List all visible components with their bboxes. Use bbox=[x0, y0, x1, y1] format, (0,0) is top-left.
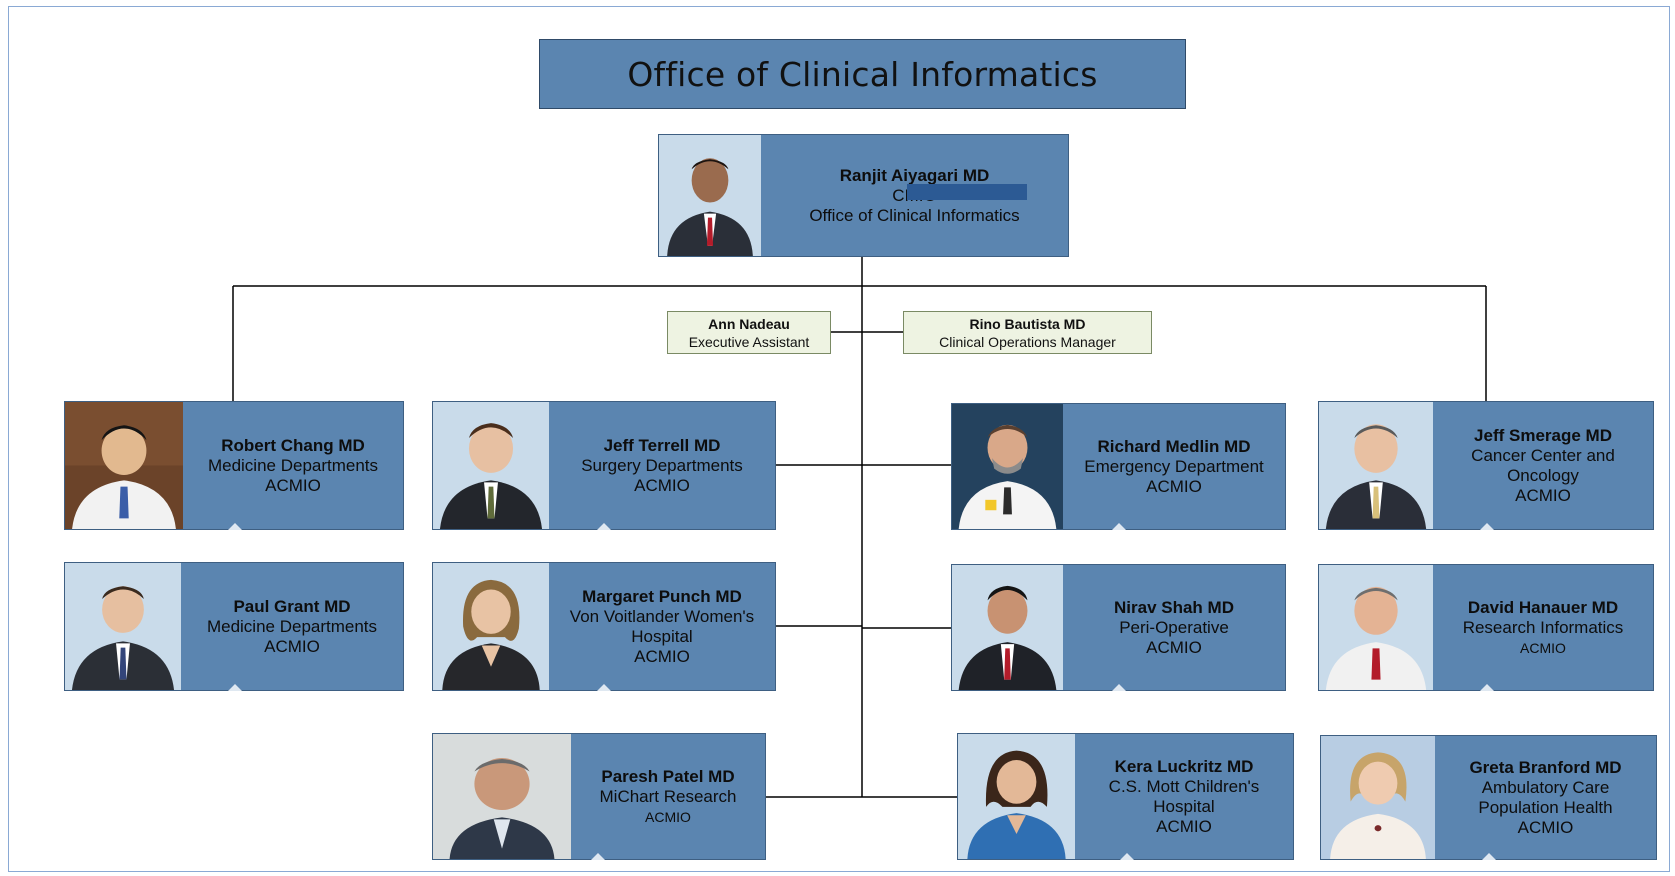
member-name: Robert Chang MD bbox=[221, 435, 365, 455]
card-notch bbox=[1480, 684, 1494, 691]
member-role: ACMIO bbox=[634, 475, 690, 495]
member-info: David Hanauer MD Research Informatics AC… bbox=[1433, 565, 1653, 690]
member-dept: Research Informatics bbox=[1462, 617, 1624, 637]
member-dept: Medicine Departments bbox=[206, 616, 378, 636]
member-name: Kera Luckritz MD bbox=[1114, 756, 1254, 776]
member-dept: MiChart Research bbox=[599, 786, 737, 806]
member-name: Jeff Terrell MD bbox=[603, 435, 721, 455]
person-photo-icon bbox=[659, 135, 761, 256]
card-notch bbox=[597, 523, 611, 530]
card-notch bbox=[1480, 523, 1494, 530]
person-photo-icon bbox=[952, 404, 1063, 529]
card-notch bbox=[1112, 684, 1126, 691]
member-info: Paul Grant MD Medicine Departments ACMIO bbox=[181, 563, 403, 690]
member-role: ACMIO bbox=[634, 646, 690, 666]
member-role: ACMIO bbox=[1146, 476, 1202, 496]
member-dept: Cancer Center and Oncology bbox=[1471, 445, 1615, 485]
card-notch bbox=[1482, 853, 1496, 860]
member-card-jeff-smerage: Jeff Smerage MD Cancer Center and Oncolo… bbox=[1318, 401, 1654, 530]
card-notch bbox=[1112, 523, 1126, 530]
member-info: Jeff Terrell MD Surgery Departments ACMI… bbox=[549, 402, 775, 529]
member-card-kera-luckritz: Kera Luckritz MD C.S. Mott Children's Ho… bbox=[957, 733, 1294, 860]
member-dept: Peri-Operative bbox=[1119, 617, 1229, 637]
person-photo-icon bbox=[1319, 565, 1433, 690]
member-info: Kera Luckritz MD C.S. Mott Children's Ho… bbox=[1075, 734, 1293, 859]
member-name: Jeff Smerage MD bbox=[1474, 425, 1612, 445]
member-card-margaret-punch: Margaret Punch MD Von Voitlander Women's… bbox=[432, 562, 776, 691]
member-info: Margaret Punch MD Von Voitlander Women's… bbox=[549, 563, 775, 690]
person-photo-icon bbox=[958, 734, 1075, 859]
member-role: ACMIO bbox=[264, 636, 320, 656]
leader-office: Office of Clinical Informatics bbox=[809, 205, 1020, 225]
member-name: Margaret Punch MD bbox=[582, 586, 742, 606]
member-name: Paul Grant MD bbox=[233, 596, 351, 616]
member-role: ACMIO bbox=[645, 808, 691, 825]
member-card-greta-branford: Greta Branford MD Ambulatory Care Popula… bbox=[1320, 735, 1657, 860]
member-role: ACMIO bbox=[265, 475, 321, 495]
assistant-role: Executive Assistant bbox=[688, 333, 810, 350]
member-role: ACMIO bbox=[1146, 637, 1202, 657]
member-dept: C.S. Mott Children's Hospital bbox=[1108, 776, 1260, 816]
assistant-role: Clinical Operations Manager bbox=[939, 333, 1116, 350]
member-info: Jeff Smerage MD Cancer Center and Oncolo… bbox=[1433, 402, 1653, 529]
member-dept: Medicine Departments bbox=[207, 455, 379, 475]
card-notch bbox=[228, 684, 242, 691]
member-card-paresh-patel: Paresh Patel MD MiChart Research ACMIO bbox=[432, 733, 766, 860]
person-photo-icon bbox=[433, 734, 571, 859]
member-card-nirav-shah: Nirav Shah MD Peri-Operative ACMIO bbox=[951, 564, 1286, 691]
assistant-box-ann-nadeau: Ann Nadeau Executive Assistant bbox=[667, 311, 831, 354]
member-info: Greta Branford MD Ambulatory Care Popula… bbox=[1435, 736, 1656, 859]
member-card-robert-chang: Robert Chang MD Medicine Departments ACM… bbox=[64, 401, 404, 530]
member-dept: Ambulatory Care Population Health bbox=[1478, 777, 1613, 817]
member-dept: Von Voitlander Women's Hospital bbox=[569, 606, 755, 646]
member-role: ACMIO bbox=[1156, 816, 1212, 836]
chart-frame bbox=[8, 6, 1670, 872]
card-notch bbox=[228, 523, 242, 530]
member-name: David Hanauer MD bbox=[1467, 597, 1619, 617]
member-info: Nirav Shah MD Peri-Operative ACMIO bbox=[1063, 565, 1285, 690]
member-name: Nirav Shah MD bbox=[1114, 597, 1234, 617]
person-photo-icon bbox=[1319, 402, 1433, 529]
person-photo-icon bbox=[65, 402, 183, 529]
member-card-paul-grant: Paul Grant MD Medicine Departments ACMIO bbox=[64, 562, 404, 691]
member-info: Richard Medlin MD Emergency Department A… bbox=[1063, 404, 1285, 529]
card-notch bbox=[597, 684, 611, 691]
member-role: ACMIO bbox=[1517, 817, 1574, 837]
person-photo-icon bbox=[433, 402, 549, 529]
card-notch bbox=[591, 853, 605, 860]
chart-title-box: Office of Clinical Informatics bbox=[539, 39, 1186, 109]
member-card-richard-medlin: Richard Medlin MD Emergency Department A… bbox=[951, 403, 1286, 530]
member-name: Greta Branford MD bbox=[1469, 757, 1622, 777]
member-dept: Surgery Departments bbox=[581, 455, 743, 475]
member-info: Paresh Patel MD MiChart Research ACMIO bbox=[571, 734, 765, 859]
assistant-box-rino-bautista: Rino Bautista MD Clinical Operations Man… bbox=[903, 311, 1152, 354]
assistant-name: Rino Bautista MD bbox=[969, 315, 1086, 332]
leader-name: Ranjit Aiyagari MD bbox=[839, 165, 990, 185]
member-role: ACMIO bbox=[1515, 485, 1571, 505]
person-photo-icon bbox=[952, 565, 1063, 690]
member-info: Robert Chang MD Medicine Departments ACM… bbox=[183, 402, 403, 529]
member-dept: Emergency Department bbox=[1084, 456, 1264, 476]
chart-title: Office of Clinical Informatics bbox=[627, 54, 1098, 94]
assistant-name: Ann Nadeau bbox=[708, 315, 790, 332]
member-name: Paresh Patel MD bbox=[601, 766, 735, 786]
person-photo-icon bbox=[433, 563, 549, 690]
member-card-david-hanauer: David Hanauer MD Research Informatics AC… bbox=[1318, 564, 1654, 691]
redaction-bar bbox=[907, 184, 1027, 200]
member-role: ACMIO bbox=[1520, 639, 1566, 656]
person-photo-icon bbox=[65, 563, 181, 690]
member-name: Richard Medlin MD bbox=[1097, 436, 1251, 456]
person-photo-icon bbox=[1321, 736, 1435, 859]
member-card-jeff-terrell: Jeff Terrell MD Surgery Departments ACMI… bbox=[432, 401, 776, 530]
card-notch bbox=[1120, 853, 1134, 860]
